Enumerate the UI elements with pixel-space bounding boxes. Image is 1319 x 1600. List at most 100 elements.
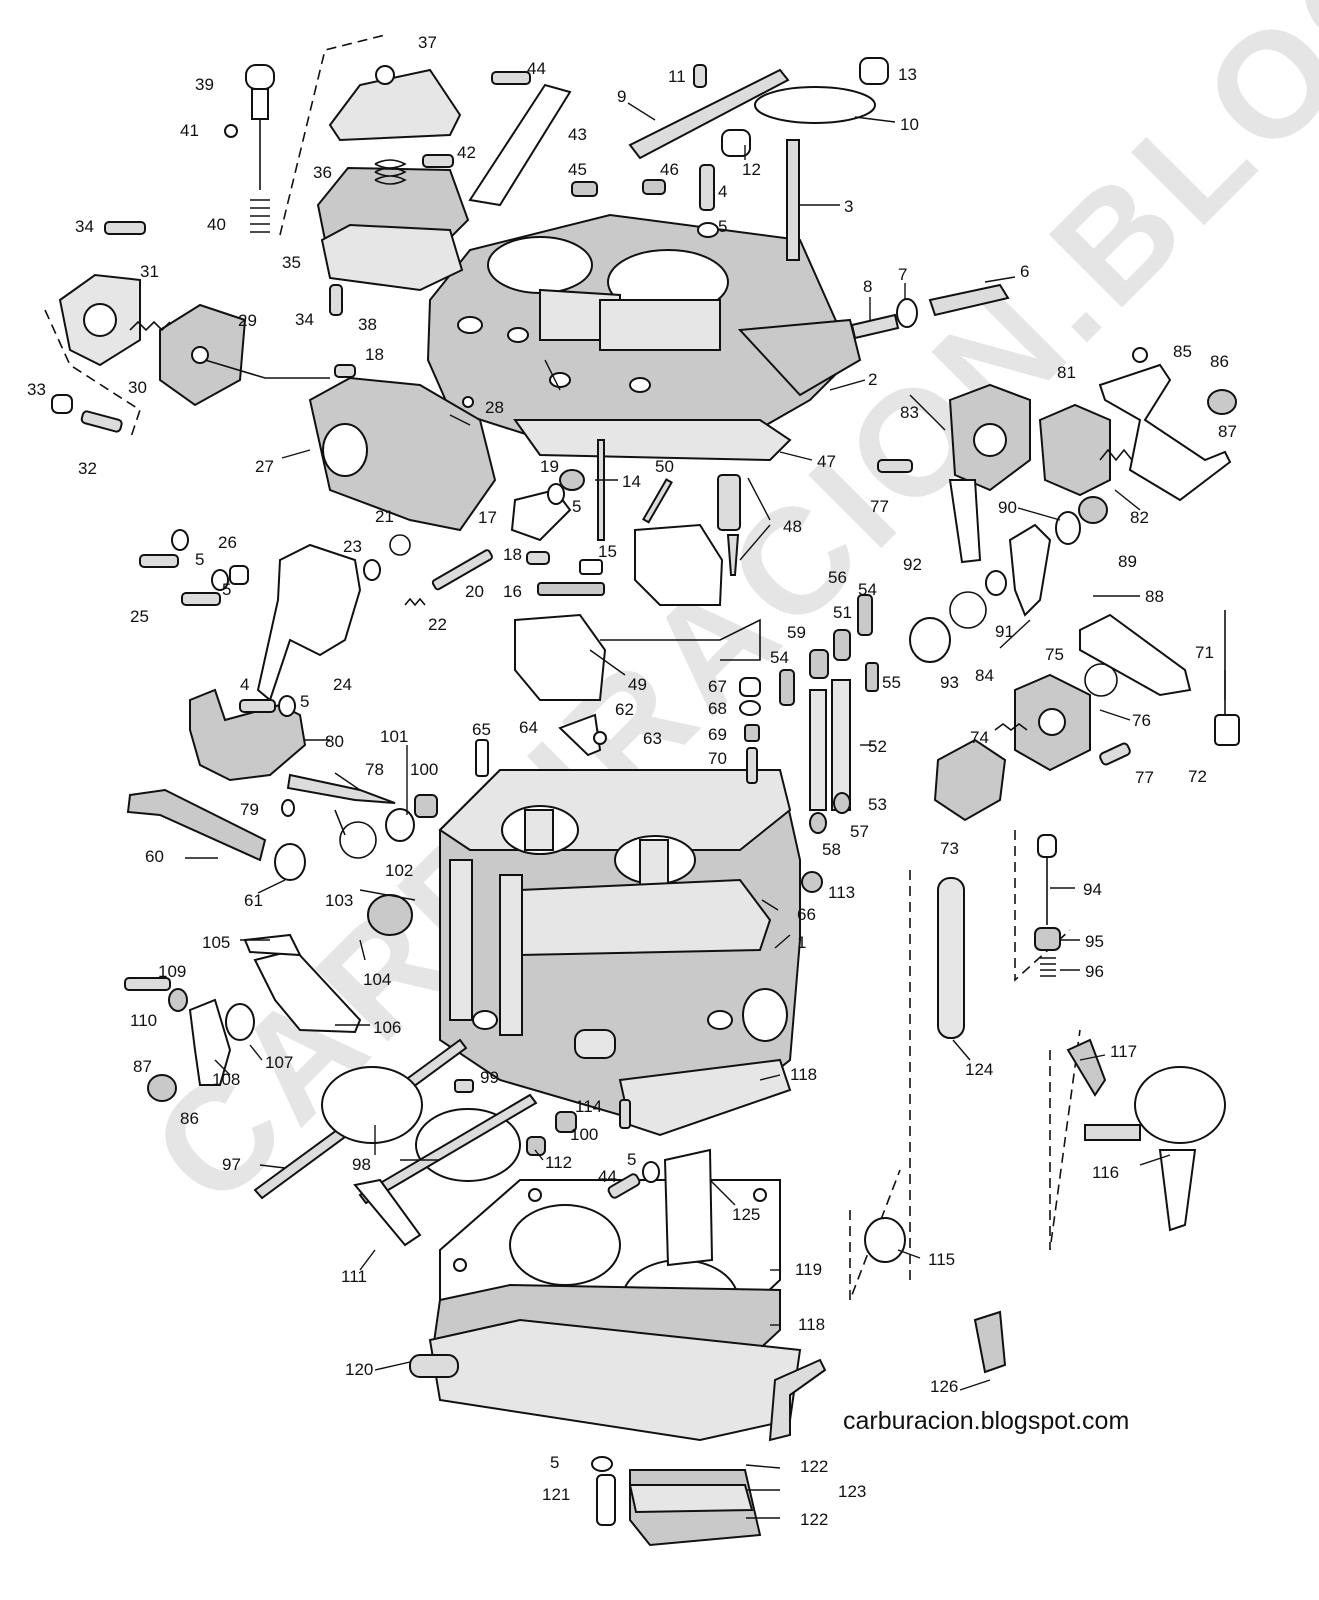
label-64: 64 xyxy=(519,718,538,737)
jet-70 xyxy=(746,747,758,784)
fitting-6 xyxy=(928,283,1010,317)
label-12: 12 xyxy=(742,160,761,179)
jet-53 xyxy=(833,792,851,814)
screw-42 xyxy=(422,154,454,168)
gasket-47 xyxy=(513,419,792,462)
float-48 xyxy=(634,523,724,606)
label-118a: 118 xyxy=(790,1065,817,1084)
screw-4b xyxy=(239,699,276,713)
nut-95 xyxy=(1034,927,1061,951)
tube-120 xyxy=(409,1354,459,1378)
label-48: 48 xyxy=(783,517,802,536)
spring-40 xyxy=(250,199,270,233)
washer-7 xyxy=(896,298,918,328)
pump-base-38 xyxy=(320,223,464,292)
bushing-93 xyxy=(909,617,951,663)
label-81: 81 xyxy=(1057,363,1076,382)
label-22: 22 xyxy=(428,615,447,634)
lever-87 xyxy=(1098,363,1232,502)
label-53: 53 xyxy=(868,795,887,814)
screw-34a xyxy=(104,221,146,235)
throttle-plate-98a xyxy=(321,1066,423,1144)
clip-72 xyxy=(1214,714,1240,746)
label-106: 106 xyxy=(373,1018,401,1037)
label-105: 105 xyxy=(202,933,230,952)
label-5: 5 xyxy=(718,217,727,236)
label-10: 10 xyxy=(900,115,919,134)
label-67: 67 xyxy=(708,677,727,696)
label-91: 91 xyxy=(995,622,1014,641)
nut-103 xyxy=(367,894,413,936)
label-56: 56 xyxy=(828,568,847,587)
stud-3 xyxy=(786,139,800,261)
jet-55 xyxy=(865,662,879,692)
label-32: 32 xyxy=(78,459,97,478)
label-72: 72 xyxy=(1188,767,1207,786)
label-85: 85 xyxy=(1173,342,1192,361)
label-117: 117 xyxy=(1110,1042,1137,1061)
lever-62 xyxy=(558,713,602,757)
lever-108 xyxy=(188,998,232,1086)
label-16: 16 xyxy=(503,582,522,601)
spring-36 xyxy=(374,159,407,185)
label-24: 24 xyxy=(333,675,352,694)
nut-26 xyxy=(229,565,249,585)
label-77b: 77 xyxy=(1135,768,1154,787)
label-5f: 5 xyxy=(550,1453,559,1472)
label-100b: 100 xyxy=(570,1125,598,1144)
label-52: 52 xyxy=(868,737,887,756)
label-94: 94 xyxy=(1083,880,1102,899)
spring-76 xyxy=(1084,663,1118,697)
label-68: 68 xyxy=(708,699,727,718)
screw-34b xyxy=(329,284,343,316)
label-114: 114 xyxy=(575,1097,602,1116)
label-57: 57 xyxy=(850,822,869,841)
label-84: 84 xyxy=(975,666,994,685)
label-54a: 54 xyxy=(858,580,877,599)
label-115: 115 xyxy=(928,1250,955,1269)
clip-126 xyxy=(973,1310,1007,1374)
nut-100b xyxy=(555,1111,577,1133)
label-126: 126 xyxy=(930,1377,958,1396)
oring-28 xyxy=(462,396,474,408)
plug-113 xyxy=(801,871,823,893)
tube-52 xyxy=(831,679,851,811)
label-99: 99 xyxy=(480,1068,499,1087)
label-8: 8 xyxy=(863,277,872,296)
label-44a: 44 xyxy=(527,59,546,78)
oring-41 xyxy=(224,124,238,138)
screw-94 xyxy=(1037,834,1057,925)
nut-45 xyxy=(571,181,598,197)
screw-44-top xyxy=(491,71,531,85)
label-69: 69 xyxy=(708,725,727,744)
label-39: 39 xyxy=(195,75,214,94)
washer-110 xyxy=(168,988,188,1012)
label-120: 120 xyxy=(345,1360,373,1379)
label-35: 35 xyxy=(282,253,301,272)
label-42: 42 xyxy=(457,143,476,162)
rod-14 xyxy=(597,439,605,541)
separator-line xyxy=(279,34,386,236)
separator-line xyxy=(849,1169,901,1301)
plug-33 xyxy=(51,394,73,414)
label-37: 37 xyxy=(418,33,437,52)
label-5g: 5 xyxy=(222,580,231,599)
label-34b: 34 xyxy=(295,310,314,329)
screw-121 xyxy=(596,1474,616,1526)
label-113: 113 xyxy=(828,883,855,902)
label-38: 38 xyxy=(358,315,377,334)
label-28: 28 xyxy=(485,398,504,417)
jet-51 xyxy=(833,629,851,661)
label-76: 76 xyxy=(1132,711,1151,730)
bracket-116 xyxy=(1158,1149,1197,1232)
label-9: 9 xyxy=(617,87,626,106)
spring-96 xyxy=(1040,957,1056,977)
label-45: 45 xyxy=(568,160,587,179)
washer-5b xyxy=(171,529,189,551)
lever-65 xyxy=(475,739,489,777)
label-23: 23 xyxy=(343,537,362,556)
label-125: 125 xyxy=(732,1205,760,1224)
label-107: 107 xyxy=(265,1053,293,1072)
label-86a: 86 xyxy=(1210,352,1229,371)
